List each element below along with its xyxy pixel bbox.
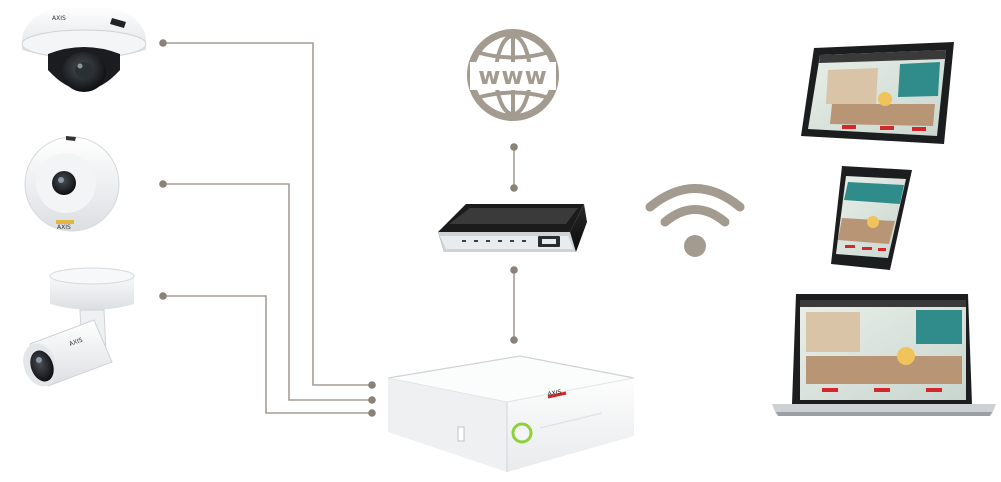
bullet-camera-brand-mark: AXIS	[68, 337, 84, 348]
connector-dots	[159, 39, 376, 417]
globe-icon: www	[467, 29, 559, 121]
phone-device	[831, 166, 912, 270]
panoramic-camera: AXIS	[24, 136, 120, 232]
recorder-brand-mark: AXIS	[547, 389, 562, 398]
connector-line-dome	[163, 42, 372, 386]
connector-dot	[510, 143, 518, 151]
camera-connectors	[163, 42, 372, 414]
panoramic-camera-brand-mark: AXIS	[57, 224, 71, 231]
connector-dot	[159, 39, 167, 47]
connector-dot	[368, 409, 376, 417]
power-button	[511, 422, 533, 444]
dome-camera: AXIS	[21, 6, 147, 92]
bullet-camera: AXIS	[23, 267, 135, 387]
connector-dot	[368, 396, 376, 404]
connector-dot	[159, 292, 167, 300]
wifi-icon	[645, 184, 745, 257]
connector-dot	[510, 266, 518, 274]
connector-dot	[159, 180, 167, 188]
connector-line-bullet	[163, 295, 372, 414]
dome-camera-brand-mark: AXIS	[52, 15, 66, 22]
connector-dot	[510, 184, 518, 192]
connector-dot	[510, 336, 518, 344]
globe-label: www	[478, 62, 548, 90]
laptop-device	[772, 294, 996, 416]
tablet-device	[801, 42, 954, 144]
connector-dot	[368, 381, 376, 389]
router-device	[438, 204, 587, 252]
connector-line-panoramic	[163, 183, 372, 401]
recorder-device: AXIS	[387, 355, 635, 472]
